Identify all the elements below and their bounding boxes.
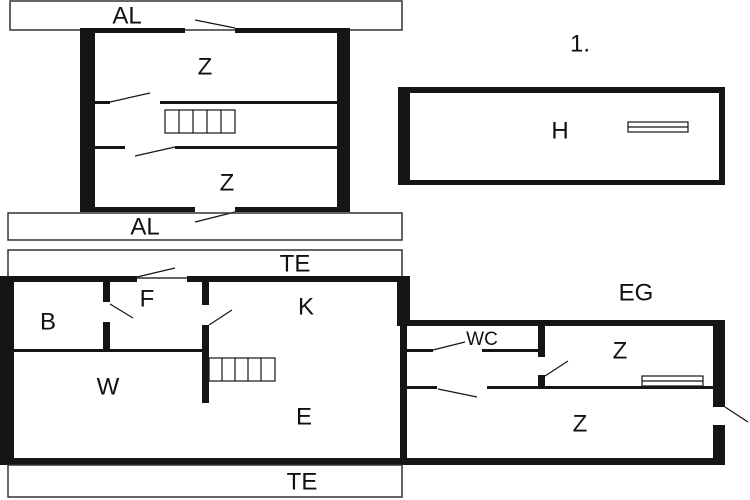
- wall: [202, 278, 209, 305]
- wall: [202, 325, 209, 403]
- wall: [80, 28, 95, 212]
- wall: [103, 322, 110, 352]
- room-label: K: [298, 293, 314, 320]
- wall: [235, 207, 337, 212]
- wall: [0, 276, 14, 465]
- room-label: F: [140, 285, 155, 312]
- wall: [398, 180, 725, 185]
- radiator-icon: [627, 121, 689, 133]
- wall: [0, 276, 137, 282]
- wall: [14, 349, 206, 352]
- wall: [719, 87, 725, 185]
- ground-floor: TE B F K W E TE EG: [0, 249, 749, 498]
- door-swing: [136, 267, 176, 278]
- room-label: E: [296, 403, 312, 430]
- wall: [482, 349, 538, 352]
- room-label: B: [40, 308, 56, 335]
- wall: [405, 320, 725, 326]
- level-label: EG: [619, 279, 654, 306]
- wall: [487, 386, 713, 389]
- wall: [407, 349, 433, 352]
- upper-floor: AL Z Z AL 1. H: [7, 0, 725, 241]
- door-swing: [208, 309, 233, 326]
- room-label: Z: [573, 410, 588, 437]
- balcony-bottom: [7, 212, 403, 241]
- door-swing: [109, 303, 134, 319]
- terrace-bottom-label: TE: [287, 468, 318, 495]
- terrace-top: [7, 249, 403, 279]
- wall: [95, 207, 195, 212]
- wall: [95, 28, 185, 33]
- room-label: Z: [220, 169, 235, 196]
- balcony-top: [9, 0, 403, 31]
- wall: [398, 87, 725, 93]
- wall: [235, 28, 337, 33]
- wall: [95, 146, 125, 149]
- room-label: Z: [613, 337, 628, 364]
- wall: [713, 425, 725, 465]
- stairs-icon: [208, 357, 276, 382]
- door-swing: [544, 360, 569, 377]
- room-label: Z: [198, 53, 213, 80]
- room-label: WC: [466, 329, 498, 350]
- wall: [0, 458, 410, 465]
- door-swing: [437, 388, 478, 398]
- wall: [187, 276, 410, 282]
- stairs-icon: [164, 109, 236, 134]
- door-swing: [194, 19, 236, 29]
- wall: [160, 101, 337, 104]
- wall: [400, 320, 407, 465]
- terrace-top-label: TE: [280, 250, 311, 277]
- wall: [397, 276, 410, 326]
- wall: [95, 101, 110, 104]
- room-label: W: [97, 373, 120, 400]
- wall: [538, 375, 545, 389]
- wall: [103, 278, 110, 302]
- wall: [407, 386, 437, 389]
- balcony-top-label: AL: [112, 2, 141, 29]
- terrace-bottom: [7, 464, 403, 498]
- door-swing: [134, 146, 176, 157]
- wall: [405, 458, 725, 465]
- door-swing: [724, 406, 749, 423]
- wall: [175, 146, 337, 149]
- wall: [713, 320, 725, 407]
- level-label: 1.: [570, 30, 590, 57]
- wall: [398, 87, 410, 185]
- door-swing: [109, 92, 151, 103]
- wall: [538, 326, 545, 357]
- wall: [337, 28, 350, 212]
- balcony-bottom-label: AL: [130, 213, 159, 240]
- radiator-icon: [641, 375, 704, 387]
- room-label: H: [551, 117, 568, 144]
- door-swing: [432, 341, 466, 351]
